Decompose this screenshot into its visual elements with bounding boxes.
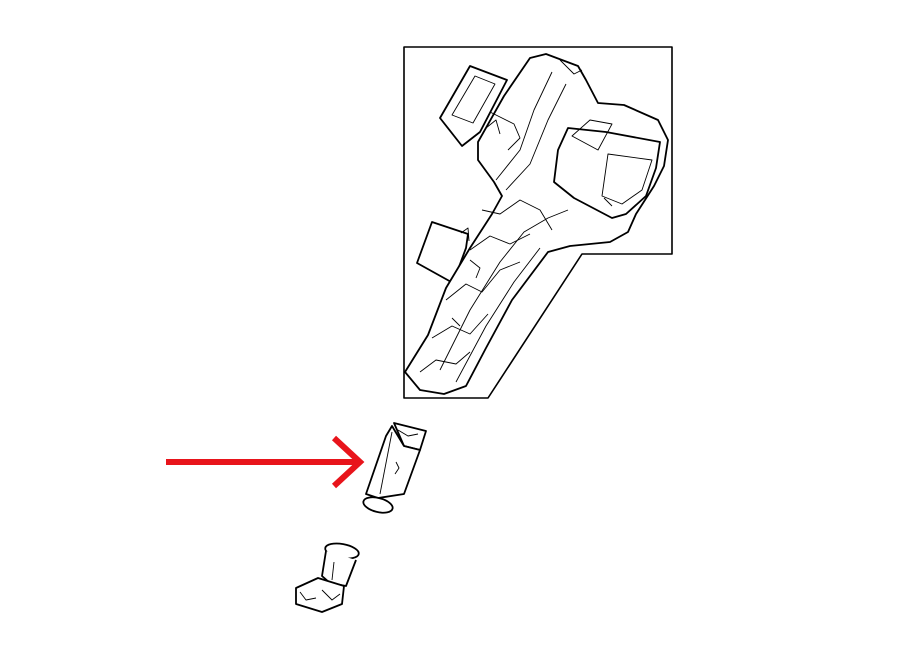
console-assembly-inset: [403, 46, 673, 399]
bracket-part: [295, 542, 360, 613]
cylindrical-tube-drawing: [362, 422, 427, 514]
bracket-drawing: [295, 542, 360, 613]
inset-frame: [403, 46, 673, 399]
console-assembly-drawing: [404, 53, 669, 395]
right-arrow: [166, 435, 365, 489]
highlighted-tube-part: [362, 422, 427, 514]
